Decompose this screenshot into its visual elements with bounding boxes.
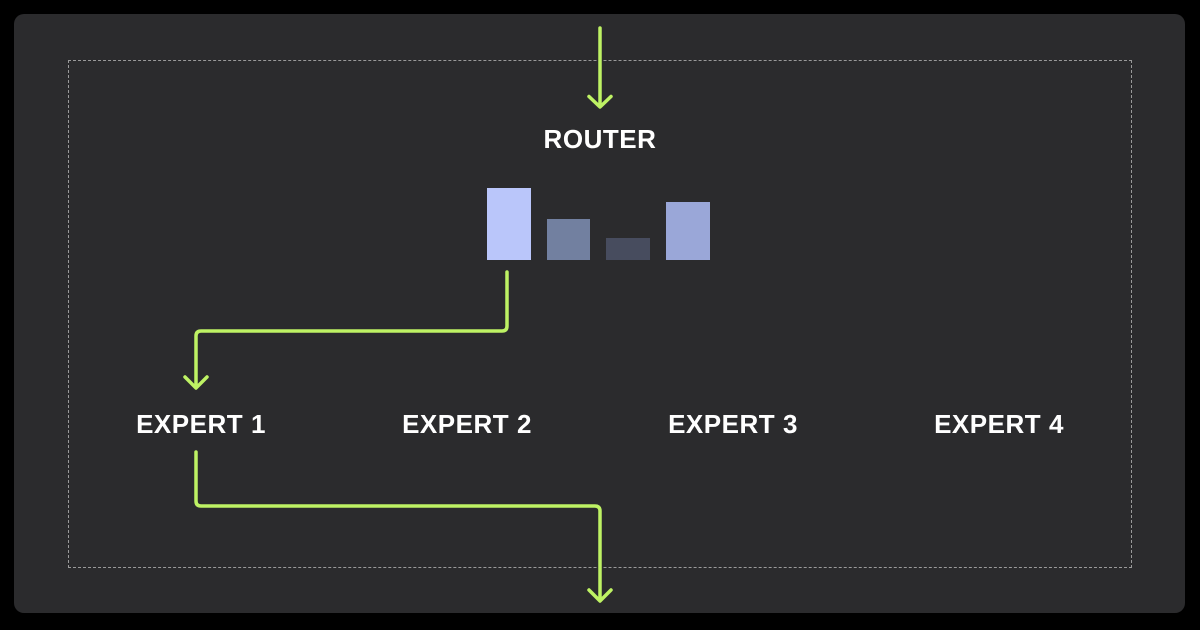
experts-row: EXPERT 1 EXPERT 2 EXPERT 3 EXPERT 4 [68,410,1132,438]
router-weight-bars [487,187,713,260]
expert-1-label: EXPERT 1 [136,409,266,439]
expert-4-label: EXPERT 4 [934,409,1064,439]
router-weight-bar-expert-1 [487,188,531,260]
router-weight-bar-expert-3 [606,238,650,260]
router-label: ROUTER [543,124,657,154]
expert-3-label: EXPERT 3 [668,409,798,439]
expert-2-label: EXPERT 2 [402,409,532,439]
router-weight-bar-expert-2 [547,219,590,260]
router-weight-bar-expert-4 [666,202,710,260]
